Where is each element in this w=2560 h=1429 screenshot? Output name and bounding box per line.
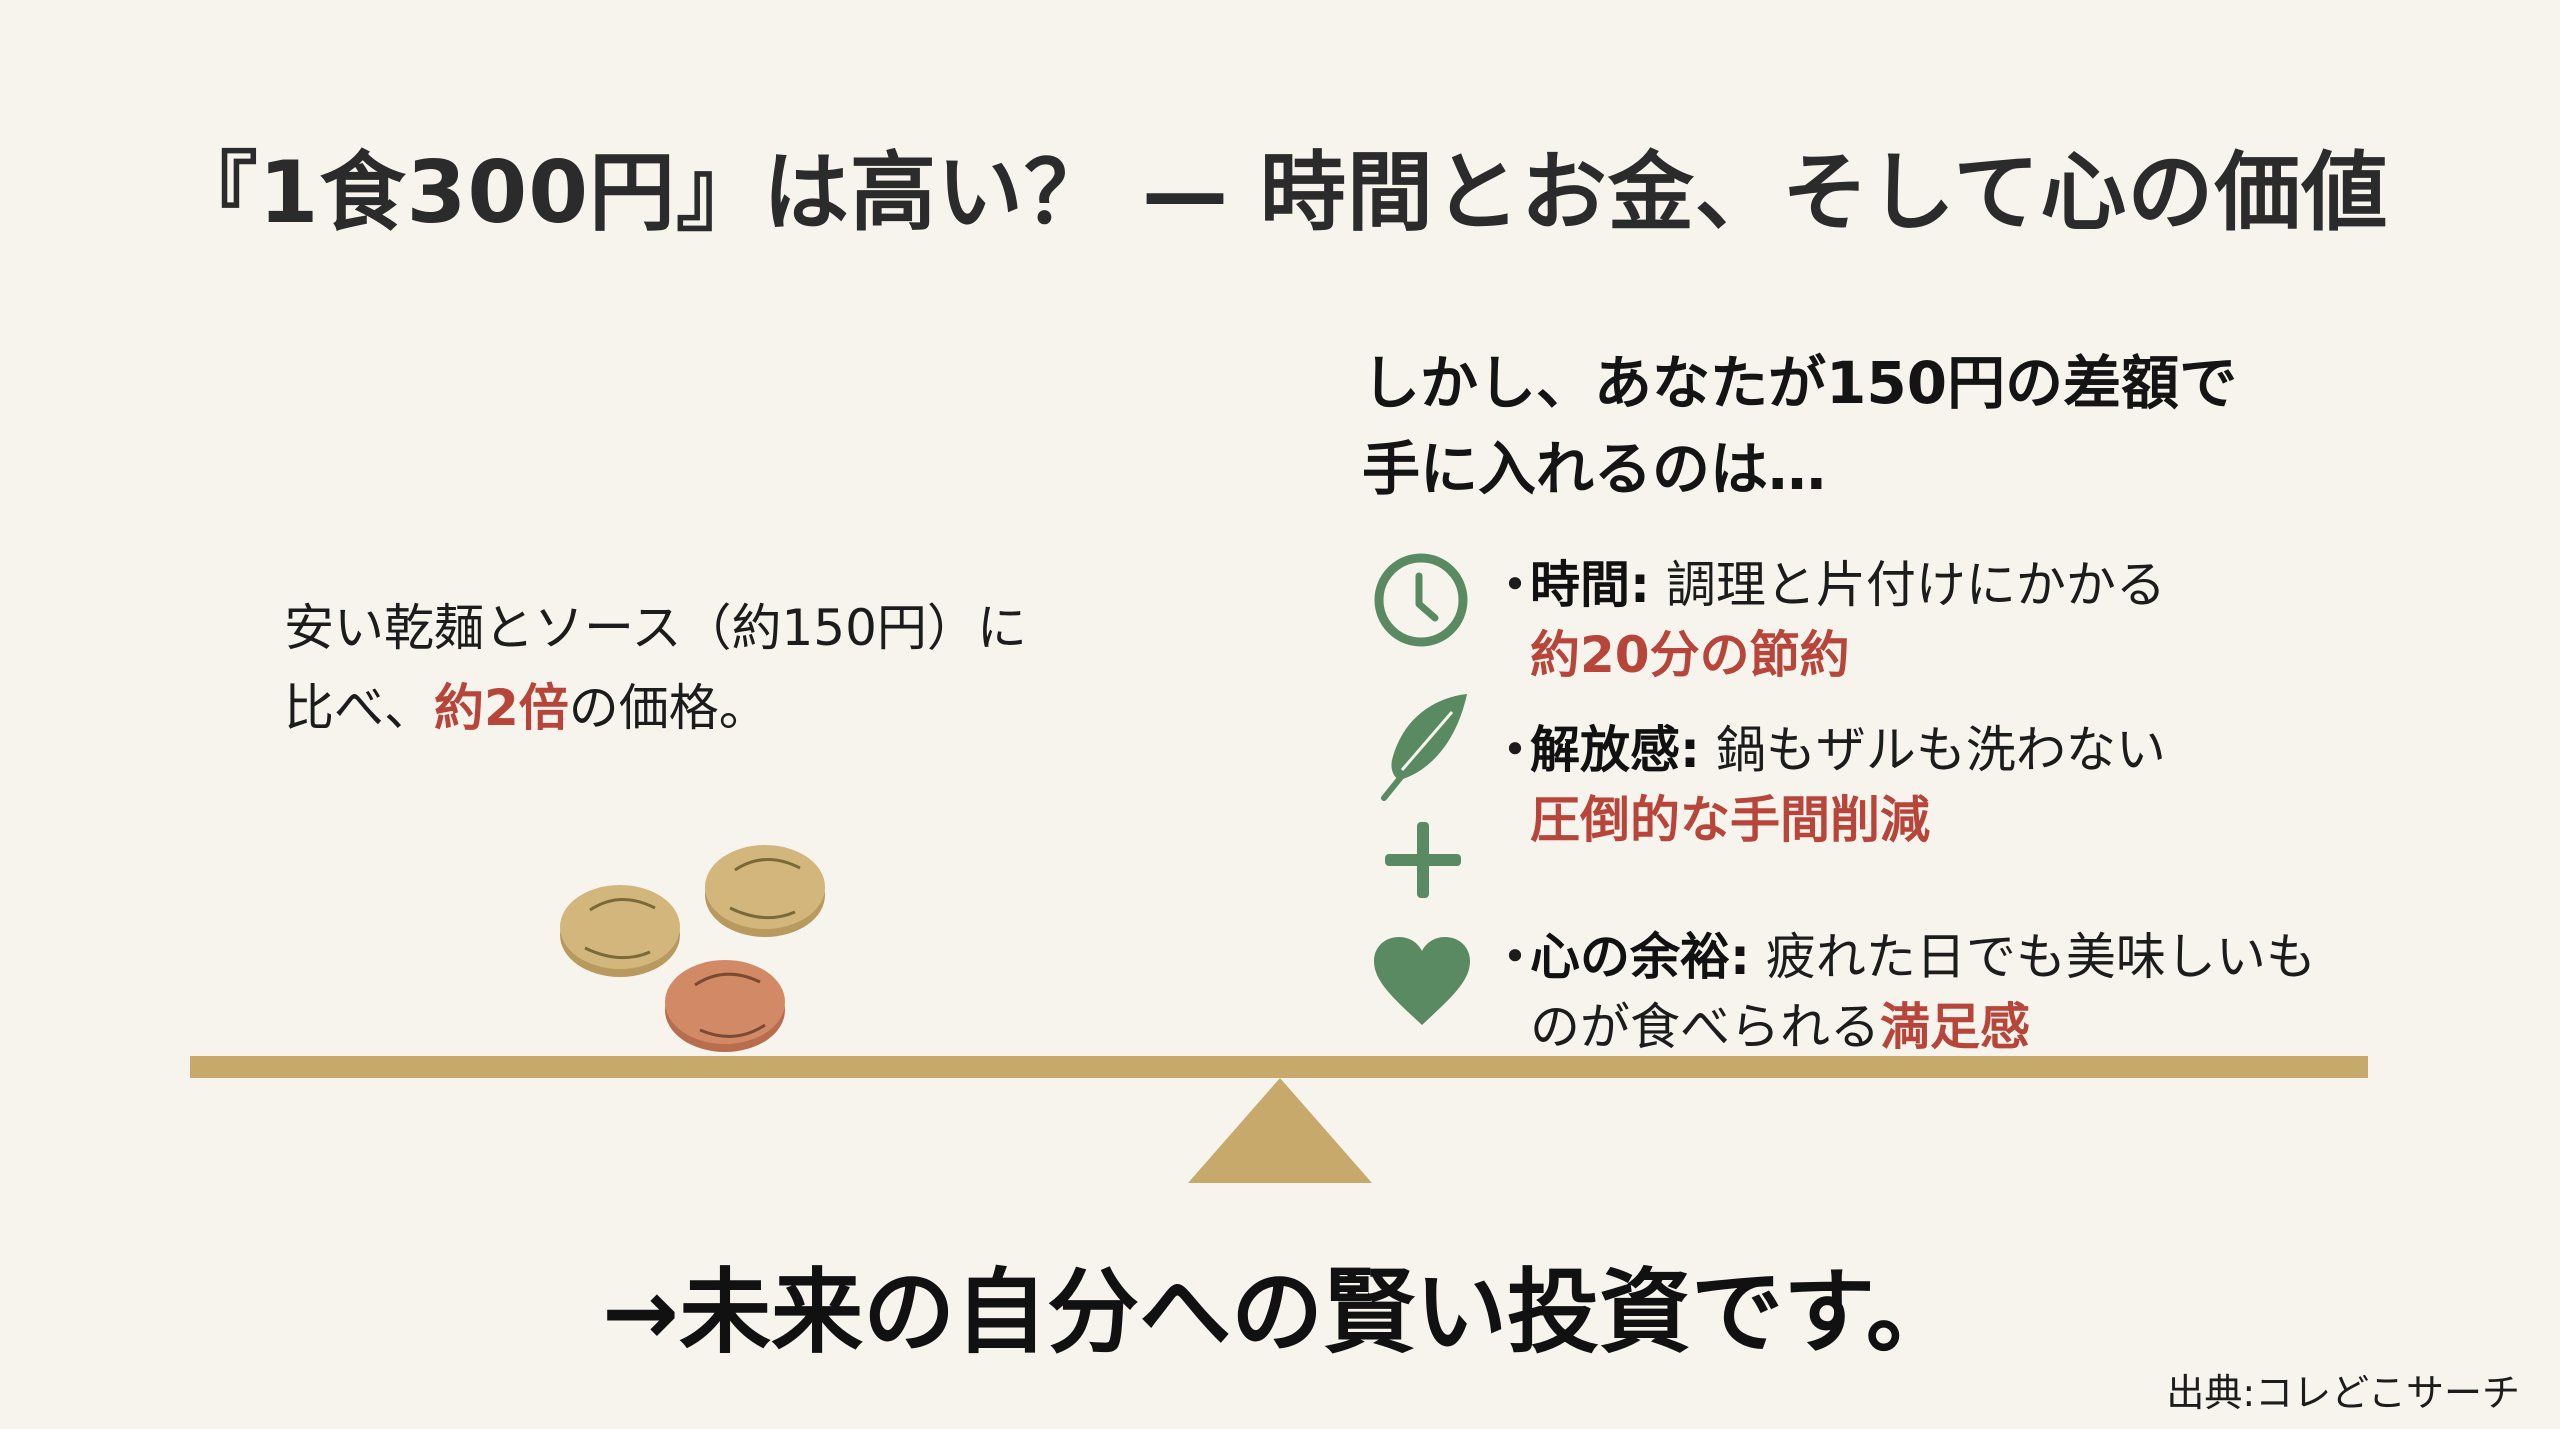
slide-title: 『1食300円』は高い？ — 時間とお金、そして心の価値	[171, 143, 2389, 243]
bullet: ・	[1490, 928, 1540, 986]
benefits-heading: しかし、あなたが150円の差額で 手に入れるのは…	[1362, 340, 2237, 512]
bullet: ・	[1490, 556, 1540, 614]
coins-icon	[560, 845, 825, 1052]
benefit-text: 疲れた日でも美味しいも	[1750, 928, 2316, 986]
conclusion-text: →未来の自分への賢い投資です。	[602, 1259, 1958, 1366]
scale-beam	[190, 1056, 2368, 1078]
source-citation: 出典:コレどこサーチ	[2166, 1371, 2520, 1415]
price-comparison-line1: 安い乾麺とソース（約150円）に	[284, 599, 1027, 657]
benefit-highlight: 圧倒的な手間削減	[1530, 791, 1930, 849]
benefit-item-peace-of-mind: ・心の余裕: 疲れた日でも美味しいも のが食べられる満足感	[1490, 922, 2316, 1062]
heart-icon	[1374, 937, 1470, 1025]
benefit-text: 調理と片付けにかかる	[1650, 556, 2166, 614]
price-comparison-text: 安い乾麺とソース（約150円）に 比べ、約2倍の価格。	[284, 588, 1027, 748]
line2-suffix: の価格。	[568, 679, 769, 737]
benefit-label: 時間:	[1530, 556, 1650, 614]
benefit-text-cont: のが食べられる	[1530, 998, 1880, 1056]
benefits-heading-line1: しかし、あなたが150円の差額で	[1362, 349, 2238, 417]
price-multiplier-highlight: 約2倍	[434, 679, 569, 737]
benefit-item-freedom: ・解放感: 鍋もザルも洗わない 圧倒的な手間削減	[1490, 715, 2166, 855]
scale-fulcrum	[1188, 1078, 1372, 1183]
line2-prefix: 比べ、	[284, 679, 434, 737]
benefits-heading-line2: 手に入れるのは…	[1362, 435, 1827, 503]
benefit-text: 鍋もザルも洗わない	[1700, 721, 2166, 779]
benefit-label: 心の余裕:	[1530, 928, 1750, 986]
plus-icon	[1385, 822, 1461, 898]
clock-icon	[1374, 553, 1468, 647]
benefit-highlight: 約20分の節約	[1530, 626, 1850, 684]
benefit-item-time: ・時間: 調理と片付けにかかる 約20分の節約	[1490, 550, 2166, 690]
bullet: ・	[1490, 721, 1540, 779]
feather-icon	[1381, 694, 1467, 801]
price-comparison-line2: 比べ、約2倍の価格。	[284, 668, 1027, 748]
benefit-highlight: 満足感	[1880, 998, 2030, 1056]
benefit-label: 解放感:	[1530, 721, 1700, 779]
